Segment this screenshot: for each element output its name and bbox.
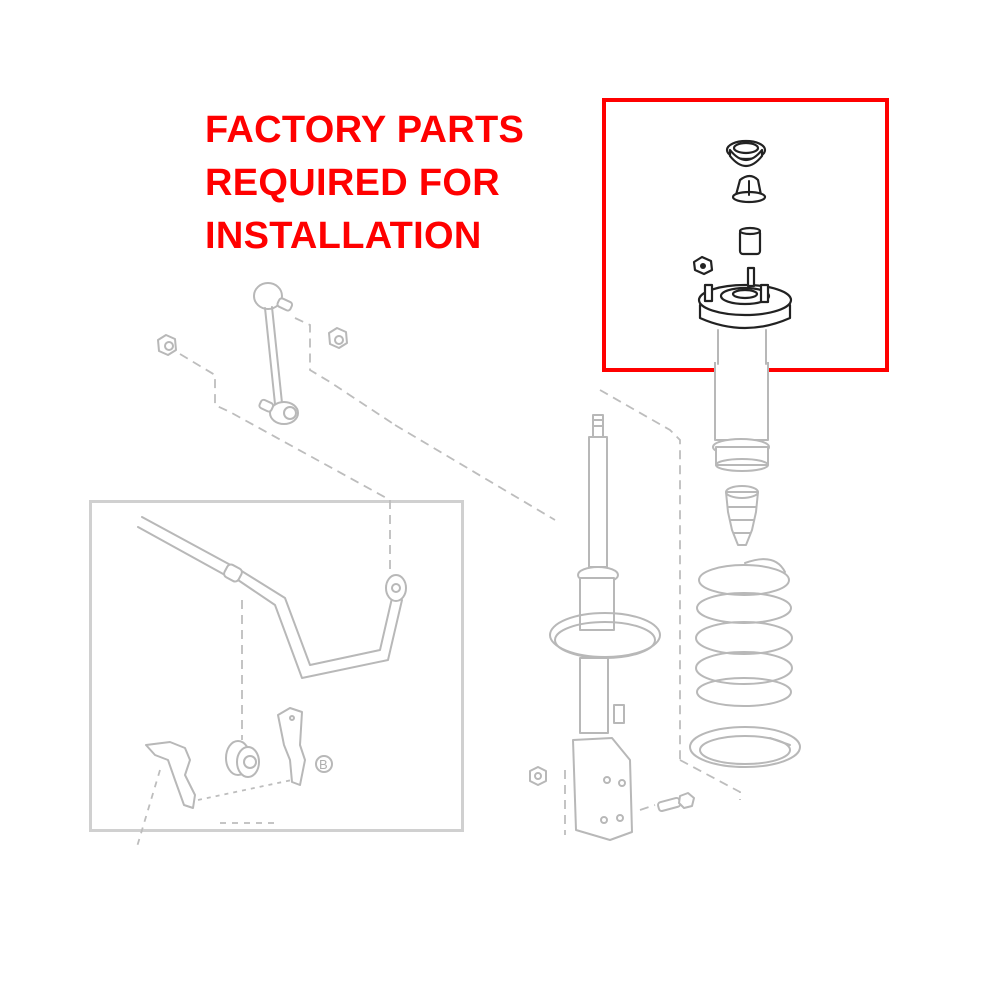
- strut-bolt-icon: [657, 792, 695, 813]
- headline-line-2: REQUIRED FOR: [205, 162, 500, 204]
- stabilizer-link: [253, 282, 299, 425]
- dust-boot: [712, 362, 770, 472]
- bushing-bracket: [277, 707, 306, 786]
- mounting-bracket: [145, 741, 196, 809]
- upper-nut: [731, 174, 767, 204]
- stabilizer-bushing: [225, 740, 260, 778]
- stabilizer-inset-box: [89, 500, 464, 832]
- stabilizer-bar: [137, 516, 407, 679]
- strut-mount: [697, 266, 793, 330]
- callout-b-label: B: [319, 757, 328, 772]
- headline-line-1: FACTORY PARTS: [205, 109, 525, 151]
- lower-spring-insulator: [689, 726, 801, 768]
- nut-left-icon: [157, 334, 177, 356]
- headline-line-3: INSTALLATION: [205, 215, 482, 257]
- collar: [738, 226, 762, 256]
- callout-b: B: [315, 755, 333, 773]
- strut-nut-icon: [529, 766, 547, 786]
- coil-spring: [695, 558, 793, 707]
- dust-cap: [725, 139, 767, 168]
- bump-stopper: [725, 485, 759, 546]
- mount-nut: [692, 255, 714, 276]
- shock-absorber-strut: [549, 414, 661, 841]
- nut-right-icon: [328, 327, 348, 349]
- headline: FACTORY PARTS REQUIRED FOR INSTALLATION: [205, 104, 524, 263]
